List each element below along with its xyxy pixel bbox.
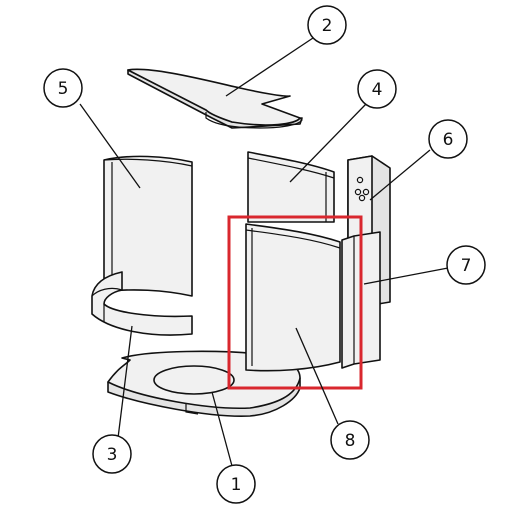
highlight-box: [227, 215, 363, 390]
callout-3-number: 3: [107, 445, 118, 465]
callout-6-number: 6: [443, 130, 454, 150]
callout-4: 4: [357, 69, 397, 109]
leader-lines: [79, 37, 449, 467]
part-3-curved-trim: [91, 271, 193, 336]
callout-5-number: 5: [58, 79, 69, 99]
callout-5: 5: [43, 68, 83, 108]
callout-2-number: 2: [322, 16, 333, 36]
part-8-front-panel: [245, 223, 341, 372]
part-4-right-panel: [247, 151, 335, 223]
part-5-left-panel: [103, 155, 193, 297]
callout-4-number: 4: [372, 80, 383, 100]
callout-7-number: 7: [461, 256, 472, 276]
callout-7: 7: [446, 245, 486, 285]
part-2-top-plate: [127, 68, 303, 129]
callout-1-number: 1: [231, 475, 242, 495]
callout-8-number: 8: [345, 431, 356, 451]
callout-8: 8: [330, 420, 370, 460]
callout-1: 1: [216, 464, 256, 504]
callout-6: 6: [428, 119, 468, 159]
callout-3: 3: [92, 434, 132, 474]
callout-2: 2: [307, 5, 347, 45]
